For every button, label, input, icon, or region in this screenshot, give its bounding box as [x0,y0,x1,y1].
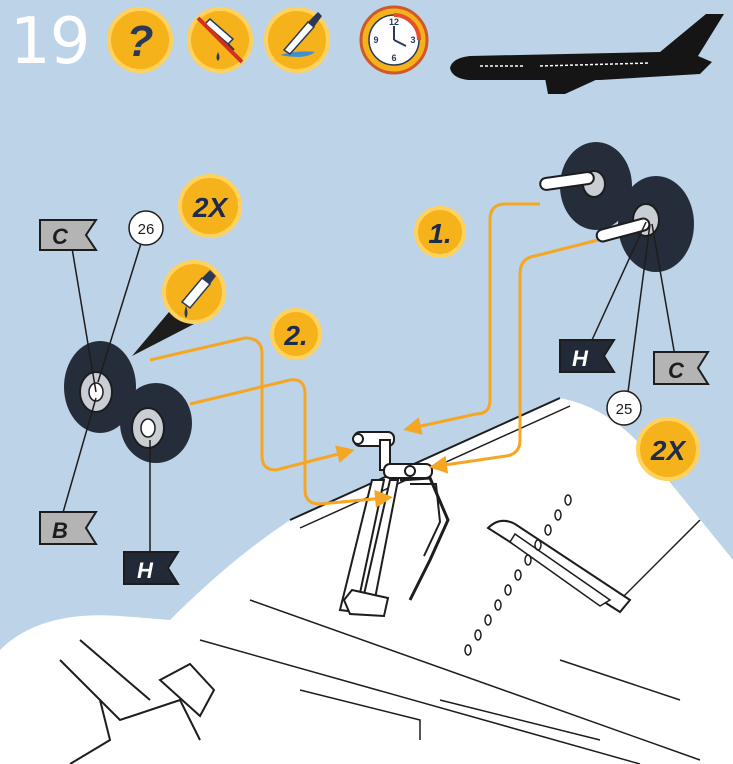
flag-right-h-letter: H [572,346,589,371]
flag-left-c: C [40,220,96,250]
svg-text:2X: 2X [192,192,230,223]
flag-left-h: H [124,552,178,584]
clock-number-9: 9 [373,35,378,45]
clock-number-6: 6 [391,53,396,63]
part-number-26: 26 [129,211,163,245]
flag-right-h: H [560,340,614,372]
quantity-badge-left: 2X [180,176,240,236]
svg-text:1.: 1. [428,218,451,249]
svg-text:?: ? [127,17,154,66]
svg-text:25: 25 [616,401,633,418]
flag-left-b: B [40,512,96,544]
glue-callout [132,262,224,356]
flag-left-b-letter: B [52,518,68,543]
svg-text:2.: 2. [283,320,307,351]
flag-left-c-letter: C [52,224,69,249]
flag-right-c-letter: C [668,358,685,383]
no-glue-icon [189,9,251,71]
svg-text:26: 26 [138,221,155,238]
quantity-badge-right: 2X [638,419,698,479]
clock-number-12: 12 [389,17,399,27]
svg-text:2X: 2X [650,435,688,466]
wheel-right-back [539,142,632,230]
wheel-left-front [120,383,192,463]
clock-number-3: 3 [410,35,415,45]
order-badge-1: 1. [416,208,464,256]
flag-left-h-letter: H [137,558,154,583]
clock-icon: 12 3 6 9 [361,7,427,73]
paint-brush-icon [266,9,328,71]
part-number-25: 25 [607,391,641,425]
question-icon: ? [109,9,171,71]
airplane-silhouette [450,14,724,94]
flag-right-c: C [654,352,708,384]
order-badge-2: 2. [272,310,320,358]
